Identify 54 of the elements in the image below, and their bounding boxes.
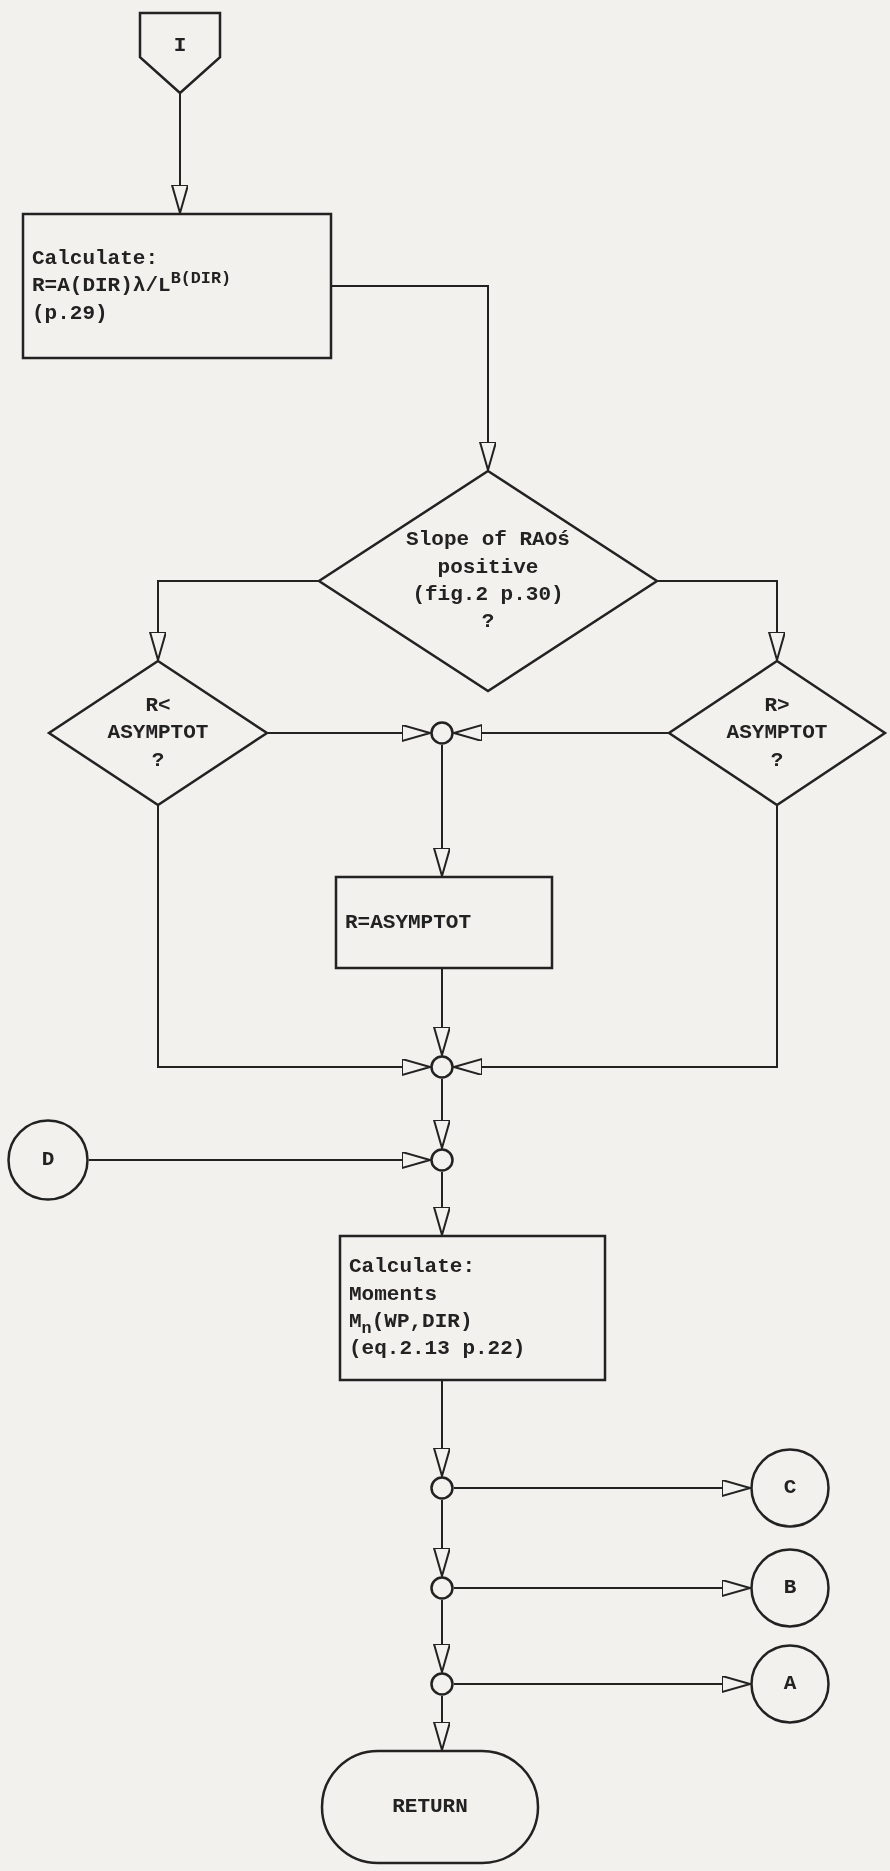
arrow — [433, 1695, 451, 1751]
node-text: ? — [481, 609, 495, 636]
node-text: Moments M$_{n}$(WP,DIR) (eq.2.13 p.22) — [349, 1281, 526, 1363]
junction-circle — [430, 1476, 454, 1500]
arrow — [149, 580, 319, 661]
junction-circle — [430, 1148, 454, 1172]
node-text: B — [783, 1575, 797, 1602]
arrow — [433, 1078, 451, 1149]
arrow — [433, 1599, 451, 1673]
node-text: Slope of RAOś positive (fig.2 p.30) — [405, 527, 571, 608]
arrow — [267, 724, 431, 742]
node-text: D — [41, 1147, 55, 1174]
connector-circle — [750, 1644, 830, 1724]
node-text: R> ASYMPTOT — [726, 693, 828, 747]
node-text: R=ASYMPTOT — [345, 909, 472, 936]
junction-circle — [430, 1576, 454, 1600]
connector-circle — [7, 1119, 89, 1201]
arrow — [453, 1675, 751, 1693]
connector-circle — [750, 1448, 830, 1528]
connector-circle — [750, 1548, 830, 1628]
node-text: C — [783, 1475, 797, 1502]
node-text: RETURN — [392, 1794, 468, 1821]
node-text: R=A(DIR)λ/L$^{B(DIR)}$ (p.29) — [32, 272, 233, 327]
decision-diamond — [318, 470, 658, 692]
off-page-connector — [139, 12, 221, 94]
junction-circle — [430, 1672, 454, 1696]
junction-circle — [430, 721, 454, 745]
node-text: I — [173, 33, 187, 60]
arrow — [433, 1380, 451, 1477]
node-text: ? — [770, 747, 784, 774]
node-text: R< ASYMPTOT — [107, 693, 209, 747]
arrow — [433, 1171, 451, 1236]
node-text: Calculate: — [349, 1254, 476, 1281]
node-text: ? — [151, 747, 165, 774]
decision-diamond — [668, 660, 886, 806]
arrow — [331, 285, 497, 471]
arrow — [157, 805, 431, 1076]
junction-circle — [430, 1055, 454, 1079]
arrow — [453, 1579, 751, 1597]
arrow — [453, 724, 669, 742]
arrow — [657, 580, 786, 661]
arrow — [453, 1479, 751, 1497]
node-text: Calculate: — [32, 246, 159, 273]
arrow — [433, 744, 451, 877]
process-box — [339, 1235, 606, 1381]
process-box — [335, 876, 553, 969]
arrow — [453, 805, 778, 1076]
arrow — [433, 1499, 451, 1577]
node-text: A — [783, 1671, 797, 1698]
arrow — [171, 93, 189, 214]
process-box — [22, 213, 332, 359]
decision-diamond — [48, 660, 268, 806]
arrow — [88, 1151, 431, 1169]
arrow — [433, 968, 451, 1056]
